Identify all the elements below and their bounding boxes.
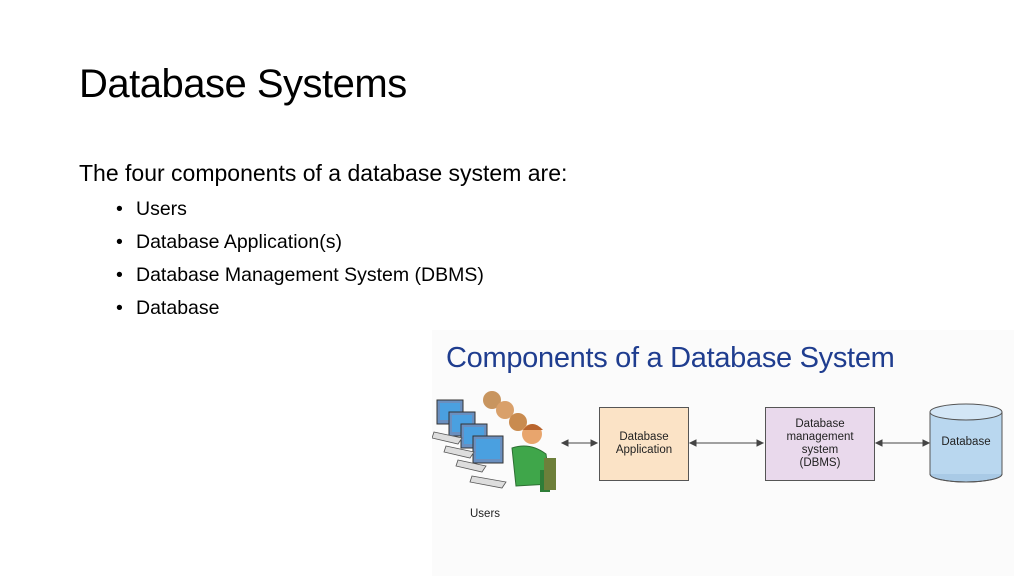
database-application-label: Database Application xyxy=(615,431,673,456)
bullet-text: Database xyxy=(136,297,220,319)
connector-arrows xyxy=(560,439,931,447)
bullet-dot-icon: • xyxy=(116,198,123,220)
intro-text: The four components of a database system… xyxy=(79,160,568,186)
bullet-text: Users xyxy=(136,198,187,220)
dbms-label: Database management system (DBMS) xyxy=(786,418,854,469)
users-illustration-icon xyxy=(432,391,556,492)
database-label: Database xyxy=(941,436,991,448)
bullet-dot-icon: • xyxy=(116,264,123,286)
bullet-list: • Users • Database Application(s) • Databas… xyxy=(116,193,484,325)
bullet-item-dbms: • Database Management System (DBMS) xyxy=(116,259,484,292)
bullet-item-users: • Users xyxy=(116,193,484,226)
bullet-dot-icon: • xyxy=(116,231,123,253)
diagram-graphics xyxy=(432,391,1003,492)
database-application-box: Database Application xyxy=(599,407,689,481)
users-label: Users xyxy=(470,508,501,520)
bullet-text: Database Application(s) xyxy=(136,231,342,253)
figure-title: Components of a Database System xyxy=(446,342,895,374)
slide-title: Database Systems xyxy=(79,62,407,106)
bullet-text: Database Management System (DBMS) xyxy=(136,264,484,286)
bullet-item-application: • Database Application(s) xyxy=(116,226,484,259)
components-diagram: Components of a Database System Database… xyxy=(432,330,1014,576)
bullet-item-database: • Database xyxy=(116,292,484,325)
bullet-dot-icon: • xyxy=(116,297,123,319)
dbms-box: Database management system (DBMS) xyxy=(765,407,875,481)
database-cylinder-icon xyxy=(929,403,1003,483)
